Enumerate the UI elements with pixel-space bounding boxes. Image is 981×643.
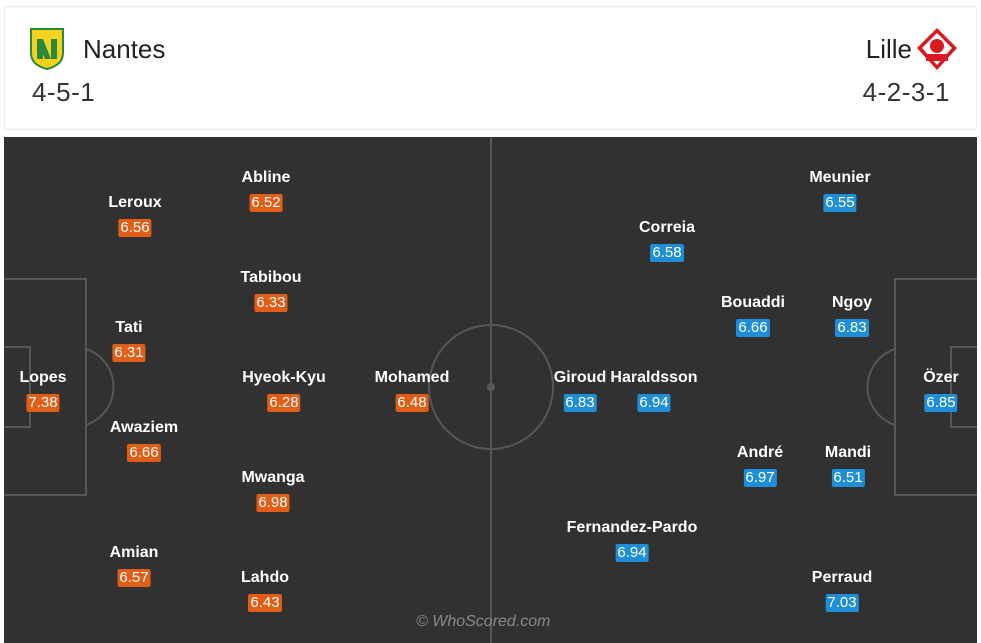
- player-mohamed[interactable]: Mohamed 6.48: [374, 369, 450, 412]
- player-rating: 6.56: [118, 219, 152, 237]
- player-rating: 6.43: [248, 594, 282, 612]
- player-haraldsson[interactable]: Haraldsson 6.94: [610, 369, 698, 412]
- player-mwanga[interactable]: Mwanga 6.98: [241, 469, 305, 512]
- player-name: Mohamed: [374, 369, 450, 386]
- player-mandi[interactable]: Mandi 6.51: [825, 444, 871, 487]
- player-rating: 6.83: [835, 319, 869, 337]
- player-rating: 6.48: [395, 394, 429, 412]
- player-tabibou[interactable]: Tabibou 6.33: [240, 269, 302, 312]
- player-rating: 6.66: [736, 319, 770, 337]
- player-name: Bouaddi: [721, 294, 785, 311]
- player-rating: 6.58: [650, 244, 684, 262]
- player-name: Mandi: [824, 444, 872, 461]
- player-name: Abline: [241, 169, 291, 186]
- player-rating: 6.66: [127, 444, 161, 462]
- away-team-name: Lille: [865, 34, 912, 64]
- away-formation: 4-2-3-1: [862, 77, 950, 107]
- player-name: Correia: [638, 219, 696, 236]
- player-rating: 6.33: [254, 294, 288, 312]
- player-rating: 6.51: [831, 469, 865, 487]
- player-name: Tabibou: [240, 269, 302, 286]
- player-name: Tati: [115, 319, 143, 336]
- player-name: Lopes: [19, 369, 67, 386]
- player-rating: 6.28: [267, 394, 301, 412]
- player-awaziem[interactable]: Awaziem 6.66: [110, 419, 178, 462]
- player-name: Lahdo: [241, 569, 289, 586]
- whoscored-watermark: © WhoScored.com: [416, 613, 551, 630]
- player-name: Ngoy: [832, 294, 872, 311]
- player-rating: 6.57: [117, 569, 151, 587]
- player-name: Awaziem: [109, 419, 179, 436]
- player-name: Leroux: [108, 194, 162, 211]
- player-rating: 6.94: [637, 394, 671, 412]
- player-rating: 7.03: [825, 594, 859, 612]
- player-name: Haraldsson: [610, 369, 698, 386]
- match-header: Nantes 4-5-1 Lille 4-2-3-1: [4, 6, 977, 130]
- player-name: Meunier: [809, 169, 871, 186]
- player-name: Amian: [109, 544, 159, 561]
- lille-crest-icon: [917, 28, 957, 70]
- player-ozer[interactable]: Özer 6.85: [923, 369, 959, 412]
- player-rating: 6.52: [249, 194, 283, 212]
- player-name: Özer: [923, 369, 959, 386]
- nantes-crest-icon: [30, 28, 64, 71]
- player-tati[interactable]: Tati 6.31: [112, 319, 146, 362]
- player-bouaddi[interactable]: Bouaddi 6.66: [721, 294, 785, 337]
- player-hyeok-kyu[interactable]: Hyeok-Kyu 6.28: [242, 369, 326, 412]
- pitch-markings: [4, 137, 977, 643]
- home-formation: 4-5-1: [32, 77, 96, 107]
- player-rating: 6.55: [823, 194, 857, 212]
- player-rating: 6.85: [924, 394, 958, 412]
- pitch: Lopes 7.38 Leroux 6.56 Tati 6.31 Awaziem…: [4, 137, 977, 643]
- player-name: André: [736, 444, 784, 461]
- player-name: Perraud: [811, 569, 873, 586]
- player-lopes[interactable]: Lopes 7.38: [19, 369, 67, 412]
- player-name: Fernandez-Pardo: [566, 519, 698, 536]
- player-rating: 7.38: [26, 394, 60, 412]
- player-correia[interactable]: Correia 6.58: [639, 219, 695, 262]
- player-rating: 6.97: [743, 469, 777, 487]
- player-leroux[interactable]: Leroux 6.56: [108, 194, 162, 237]
- player-fernandez-pardo[interactable]: Fernandez-Pardo 6.94: [566, 519, 698, 562]
- home-team-name: Nantes: [83, 34, 166, 64]
- player-giroud[interactable]: Giroud 6.83: [554, 369, 606, 412]
- player-perraud[interactable]: Perraud 7.03: [812, 569, 872, 612]
- player-name: Giroud: [553, 369, 607, 386]
- player-rating: 6.94: [615, 544, 649, 562]
- player-rating: 6.83: [563, 394, 597, 412]
- player-rating: 6.98: [256, 494, 290, 512]
- player-meunier[interactable]: Meunier 6.55: [809, 169, 871, 212]
- player-andre[interactable]: André 6.97: [737, 444, 783, 487]
- player-amian[interactable]: Amian 6.57: [109, 544, 159, 587]
- player-name: Hyeok-Kyu: [242, 369, 326, 386]
- player-abline[interactable]: Abline 6.52: [241, 169, 291, 212]
- player-rating: 6.31: [112, 344, 146, 362]
- player-lahdo[interactable]: Lahdo 6.43: [241, 569, 289, 612]
- player-name: Mwanga: [241, 469, 305, 486]
- player-ngoy[interactable]: Ngoy 6.83: [832, 294, 872, 337]
